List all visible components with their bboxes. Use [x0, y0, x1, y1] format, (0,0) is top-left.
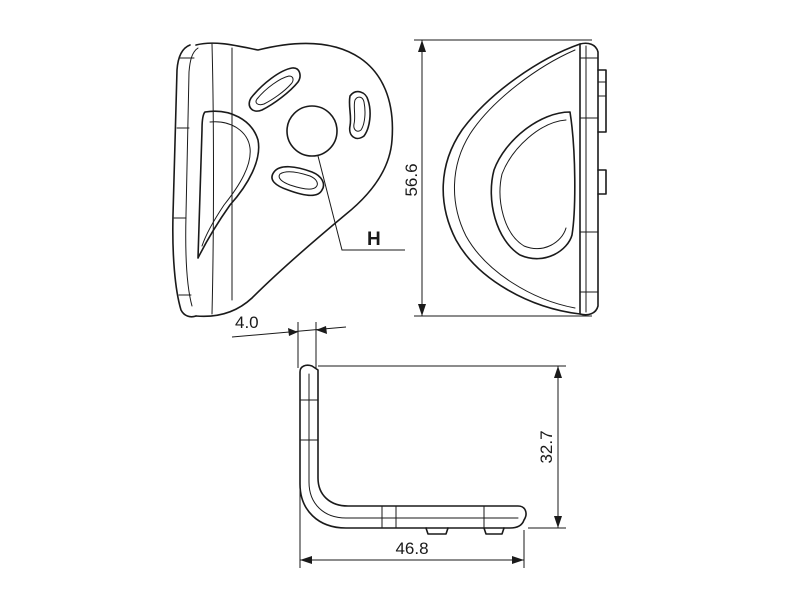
profile-inner [308, 373, 519, 519]
dimension-arrow [288, 328, 298, 336]
dimension-label-4-0: 4.0 [235, 313, 259, 332]
slot-upper [248, 67, 301, 112]
dimension-arrow [316, 326, 327, 334]
profile-outer [299, 364, 527, 529]
plate-bend-line [211, 43, 214, 315]
flange-outer-edge [172, 44, 197, 318]
top-left-view: H [172, 42, 405, 318]
dimension-arrow [300, 556, 312, 564]
flange-inner-edge [185, 47, 199, 307]
side-outline [442, 43, 581, 315]
side-tab [597, 69, 607, 133]
relief-cutout [197, 110, 260, 259]
side-cutout [490, 111, 576, 260]
dimension-label-46-8: 46.8 [395, 539, 428, 558]
slot-right [348, 90, 371, 140]
slot-lower-inner [278, 171, 318, 190]
slot-right-inner [353, 96, 366, 132]
side-flange [579, 42, 599, 316]
bottom-view: 4.0 32.7 46.8 [231, 313, 566, 568]
relief-cutout-inner [201, 121, 251, 247]
side-tab [597, 169, 607, 195]
dimension-arrow [554, 516, 562, 528]
side-outline-inner [453, 49, 576, 309]
center-hole [286, 105, 338, 157]
dimension-label-32-7: 32.7 [537, 430, 556, 463]
slot-lower [271, 165, 325, 197]
plate-outline [195, 42, 394, 318]
callout-leader-h [317, 155, 405, 251]
callout-label-h: H [367, 229, 381, 250]
dimension-arrow [512, 556, 524, 564]
profile-tab [483, 527, 505, 535]
profile-tab [425, 527, 449, 535]
dimension-label-56-6: 56.6 [402, 163, 421, 196]
top-right-view: 56.6 [402, 39, 607, 317]
dimension-arrow [418, 304, 426, 316]
side-cutout-inner [499, 119, 567, 250]
dimension-arrow [554, 366, 562, 378]
dimension-arrow [418, 40, 426, 52]
slot-upper-inner [255, 75, 294, 106]
